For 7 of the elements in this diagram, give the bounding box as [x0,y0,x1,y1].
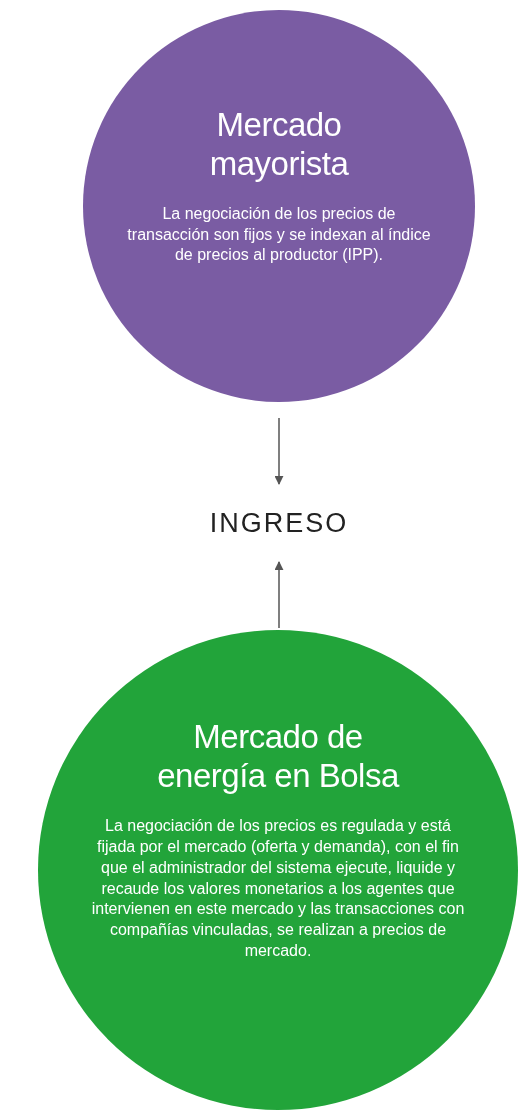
circle-description: La negociación de los precios es regulada y está fijada por el mercado (oferta y demanda), con el fin que el administrador del sistema ejecute, liquide y recaude los valores monetarios a los agentes que intervienen en este mercado y las transacciones con compañías vinculadas, se realizan a precios de mercado. [90,816,466,961]
arrow [274,561,284,629]
circle-title: Mercado mayorista [208,105,350,184]
center-label: INGRESO [209,507,349,539]
circle-description: La negociación de los precios de transacción son fijos y se indexan al índice de precios al productor (IPP). [126,203,432,266]
arrow [274,417,284,485]
circle-title: Mercado de energía en Bolsa [156,718,401,797]
